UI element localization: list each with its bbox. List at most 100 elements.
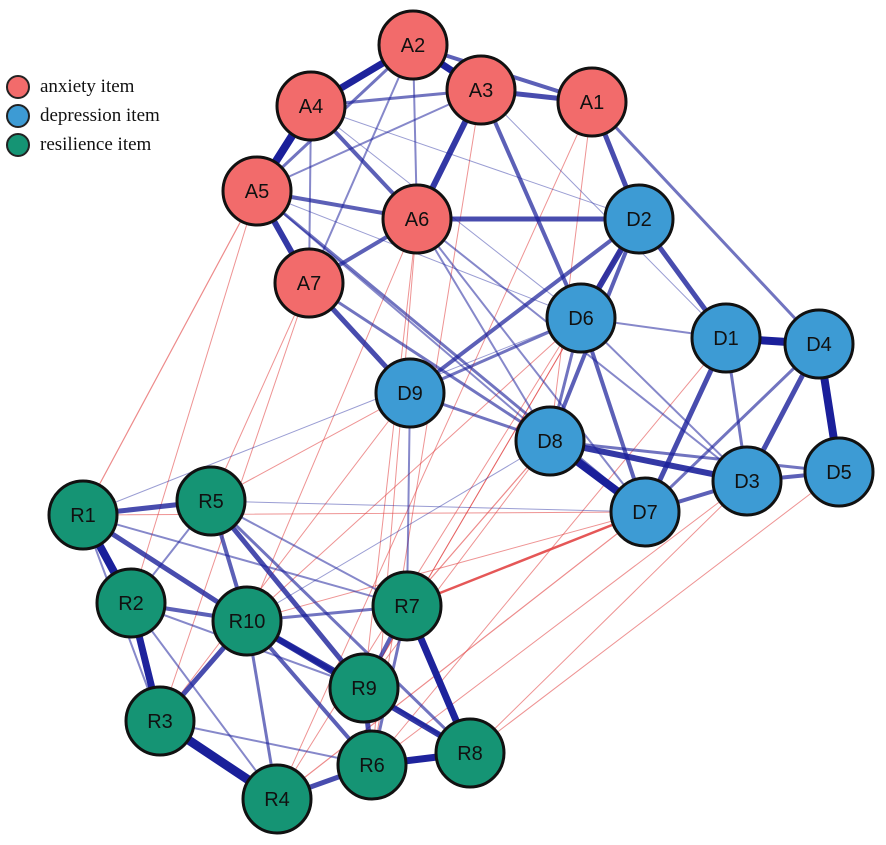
legend-item-anxiety: anxiety item	[6, 72, 160, 101]
node-label-r3: R3	[147, 711, 173, 733]
node-circle-r4	[241, 763, 313, 835]
node-label-a4: A4	[299, 96, 323, 118]
edge-d1-r6	[371, 337, 727, 766]
edge-d8-r9	[363, 440, 551, 689]
node-label-r8: R8	[457, 743, 483, 765]
node-label-r1: R1	[70, 505, 96, 527]
node-label-d4: D4	[806, 334, 832, 356]
node-circle-r8	[434, 717, 506, 789]
edge-a3-r6	[371, 89, 482, 766]
node-a7: A7	[273, 247, 345, 319]
legend-swatch-resilience	[6, 132, 30, 157]
legend-item-resilience: resilience item	[6, 130, 160, 159]
node-r6: R6	[336, 729, 408, 801]
edge-a5-r2	[130, 190, 258, 604]
node-a4: A4	[275, 70, 347, 142]
node-d5: D5	[803, 436, 875, 508]
node-d7: D7	[609, 476, 681, 548]
node-r5: R5	[175, 465, 247, 537]
edge-r5-r7	[210, 500, 408, 607]
node-label-r5: R5	[198, 491, 224, 513]
edge-a6-d8	[416, 218, 551, 442]
node-circle-r2	[95, 567, 167, 639]
node-circle-d2	[603, 183, 675, 255]
node-circle-a6	[381, 183, 453, 255]
node-circle-d4	[783, 308, 855, 380]
node-r10: R10	[211, 585, 283, 657]
node-circle-r3	[124, 685, 196, 757]
node-label-a1: A1	[580, 92, 604, 114]
node-a3: A3	[445, 54, 517, 126]
legend-swatch-depression	[6, 103, 30, 128]
node-label-r10: R10	[229, 611, 266, 633]
node-d6: D6	[545, 282, 617, 354]
legend-item-depression: depression item	[6, 101, 160, 130]
node-circle-r1	[47, 479, 119, 551]
node-r4: R4	[241, 763, 313, 835]
node-circle-r10	[211, 585, 283, 657]
node-circle-r7	[371, 570, 443, 642]
node-circle-a5	[221, 155, 293, 227]
node-label-a5: A5	[245, 181, 269, 203]
edge-r5-r8	[209, 499, 472, 755]
edge-a2-a7	[308, 44, 414, 284]
edge-a1-d4	[590, 100, 821, 346]
edge-a6-d7	[416, 218, 646, 513]
edge-a6-r10	[246, 218, 418, 622]
node-a1: A1	[556, 66, 628, 138]
edge-d3-r8	[469, 480, 748, 754]
node-d3: D3	[711, 445, 783, 517]
node-label-r9: R9	[351, 678, 377, 700]
edge-d9-r7	[406, 392, 411, 607]
edge-r2-r4	[130, 602, 278, 800]
edge-a4-d2	[310, 105, 640, 220]
node-r9: R9	[328, 652, 400, 724]
node-label-r4: R4	[264, 789, 290, 811]
node-r8: R8	[434, 717, 506, 789]
edge-a7-d8	[307, 281, 552, 443]
node-label-d3: D3	[734, 471, 760, 493]
edge-a5-d6	[256, 190, 582, 319]
node-circle-a4	[275, 70, 347, 142]
node-d1: D1	[690, 302, 762, 374]
edge-d7-r10	[246, 511, 646, 622]
node-circle-a7	[273, 247, 345, 319]
edge-d9-r3	[159, 392, 411, 722]
node-label-a3: A3	[469, 80, 493, 102]
edge-a3-a5	[256, 89, 482, 192]
edge-d7-r4	[276, 511, 646, 800]
edge-d9-r5	[210, 392, 411, 502]
legend-label-depression: depression item	[40, 104, 160, 126]
edge-d6-r1	[82, 317, 582, 516]
node-a5: A5	[221, 155, 293, 227]
node-label-d8: D8	[537, 431, 563, 453]
node-label-d2: D2	[626, 209, 652, 231]
edge-d7-r5	[210, 500, 646, 513]
node-circle-a2	[377, 9, 449, 81]
node-label-a7: A7	[297, 273, 321, 295]
node-a2: A2	[377, 9, 449, 81]
edge-r1-r7	[82, 514, 408, 607]
edge-r5-r9	[208, 498, 367, 691]
node-label-r7: R7	[394, 596, 420, 618]
node-circle-d7	[609, 476, 681, 548]
edge-d2-d9	[408, 217, 641, 395]
legend-label-resilience: resilience item	[40, 133, 152, 155]
node-circle-a1	[556, 66, 628, 138]
node-d2: D2	[603, 183, 675, 255]
node-label-d6: D6	[568, 308, 594, 330]
edge-a7-r5	[210, 282, 310, 502]
node-a6: A6	[381, 183, 453, 255]
node-d8: D8	[514, 405, 586, 477]
node-circle-r6	[336, 729, 408, 801]
node-circle-r9	[328, 652, 400, 724]
edge-a3-d1	[480, 89, 727, 339]
node-circle-d5	[803, 436, 875, 508]
node-circle-a3	[445, 54, 517, 126]
legend-swatch-anxiety	[6, 74, 30, 99]
edge-a5-r1	[82, 190, 258, 516]
edge-layer	[79, 41, 843, 804]
node-circle-d3	[711, 445, 783, 517]
